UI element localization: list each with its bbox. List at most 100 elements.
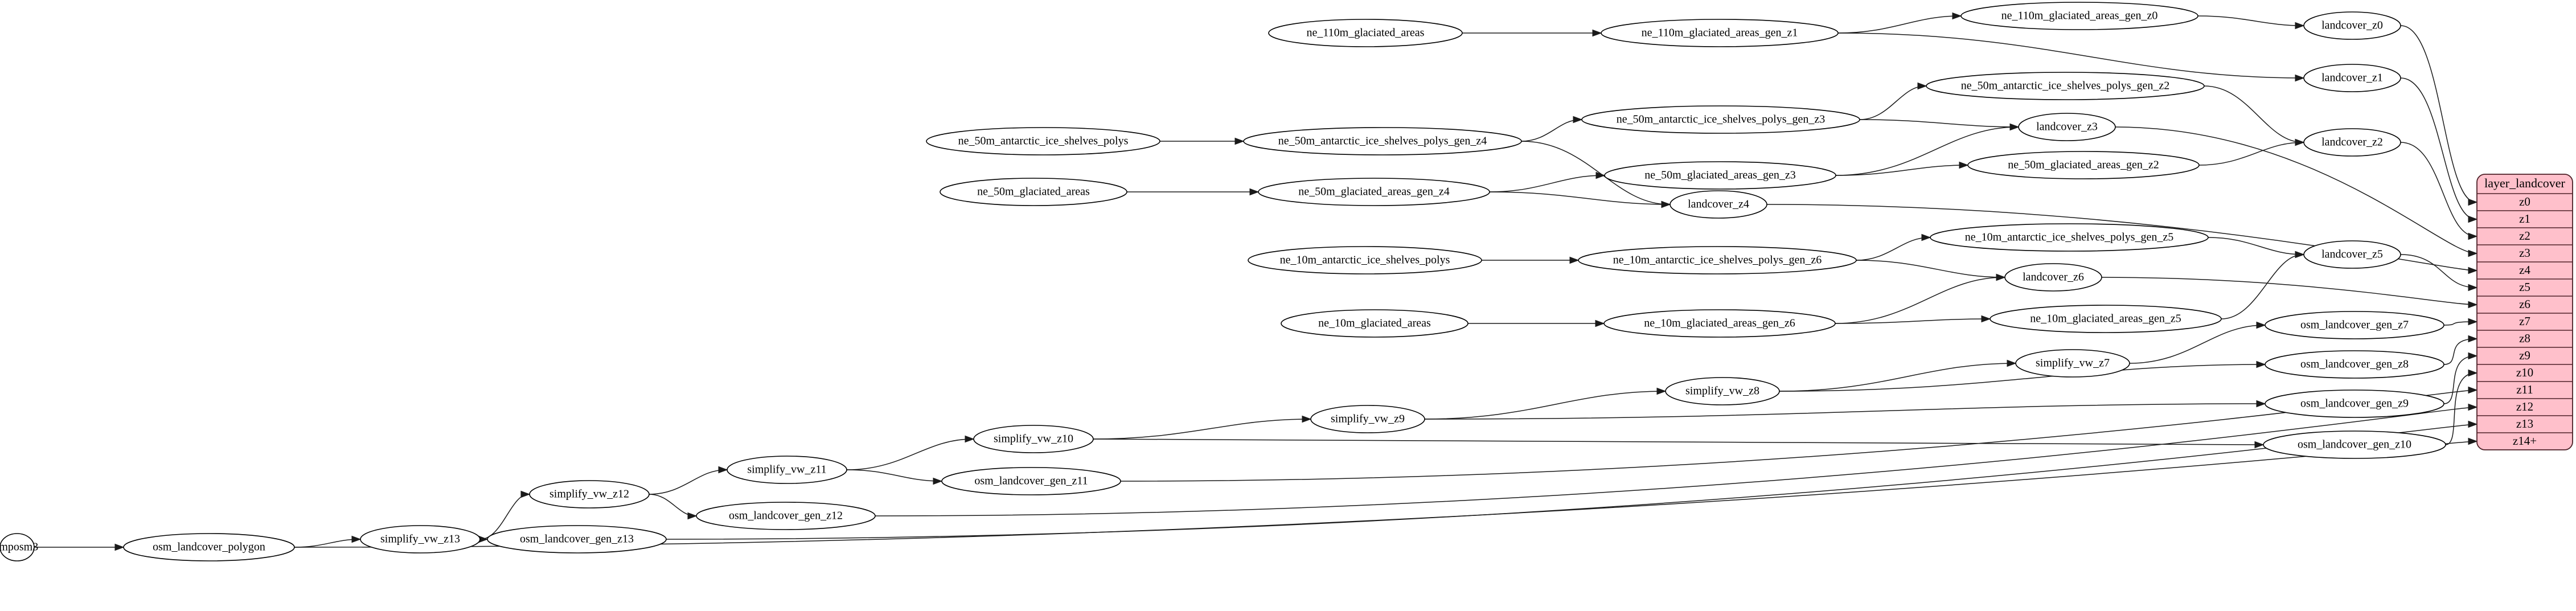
node-shape (1603, 309, 1836, 338)
graph-node-landcover_z6[interactable]: landcover_z6 (2004, 263, 2102, 292)
graph-node-ne_110m_glaciated_areas_gen_z0[interactable]: ne_110m_glaciated_areas_gen_z0 (1960, 2, 2198, 30)
graph-node-osm_landcover_gen_z13[interactable]: osm_landcover_gen_z13 (487, 525, 667, 553)
edge-path (1489, 175, 1604, 192)
graph-node-ne_10m_antarctic_ice_shelves_polys[interactable]: ne_10m_antarctic_ice_shelves_polys (1248, 246, 1482, 274)
graph-node-imposm3[interactable]: imposm3 (0, 533, 38, 561)
graph-edge (846, 469, 943, 485)
graph-node-ne_110m_glaciated_areas_gen_z1[interactable]: ne_110m_glaciated_areas_gen_z1 (1601, 19, 1839, 47)
edge-path (1835, 165, 1967, 176)
graph-node-osm_landcover_gen_z8[interactable]: osm_landcover_gen_z8 (2265, 350, 2444, 379)
graph-node-osm_landcover_gen_z11[interactable]: osm_landcover_gen_z11 (941, 467, 1121, 495)
edge-arrowhead (1959, 161, 1969, 169)
edge-path (1521, 119, 1581, 142)
graph-edge (2443, 352, 2478, 404)
edge-path (2400, 77, 2476, 220)
graph-node-ne_50m_glaciated_areas_gen_z4[interactable]: ne_50m_glaciated_areas_gen_z4 (1258, 178, 1490, 206)
graph-node-landcover_z4[interactable]: landcover_z4 (1670, 190, 1767, 219)
graph-node-ne_110m_glaciated_areas[interactable]: ne_110m_glaciated_areas (1268, 19, 1463, 47)
node-shape (727, 456, 847, 484)
edge-arrowhead (2468, 198, 2478, 206)
graph-edge (1856, 260, 2006, 281)
graph-node-ne_10m_antarctic_ice_shelves_polys_gen_z5[interactable]: ne_10m_antarctic_ice_shelves_polys_gen_z… (1930, 223, 2209, 252)
graph-node-ne_10m_glaciated_areas_gen_z5[interactable]: ne_10m_glaciated_areas_gen_z5 (1990, 305, 2222, 333)
node-shape (1310, 405, 1425, 433)
graph-node-osm_landcover_polygon[interactable]: osm_landcover_polygon (123, 533, 295, 561)
edge-path (1093, 419, 1310, 440)
node-layer: imposm3 osm_landcover_polygon simplify_vw_… (0, 2, 2446, 561)
graph-node-landcover_z5[interactable]: landcover_z5 (2303, 240, 2401, 269)
graph-edge (2400, 77, 2478, 223)
edge-arrowhead (2468, 266, 2478, 274)
node-shape (1281, 309, 1469, 338)
edge-arrowhead (2468, 369, 2478, 377)
node-shape (1604, 161, 1836, 190)
graph-node-osm_landcover_gen_z9[interactable]: osm_landcover_gen_z9 (2265, 389, 2444, 418)
graph-edge (1856, 233, 1931, 261)
graph-node-simplify_vw_z10[interactable]: simplify_vw_z10 (973, 425, 1094, 453)
record-node-layer-landcover[interactable]: layer_landcoverz0z1z2z3z4z5z6z7z8z9z10z1… (2476, 174, 2573, 450)
graph-node-osm_landcover_gen_z10[interactable]: osm_landcover_gen_z10 (2263, 430, 2446, 459)
graph-edge (2208, 237, 2305, 259)
graph-node-osm_landcover_gen_z12[interactable]: osm_landcover_gen_z12 (696, 502, 876, 530)
edge-arrowhead (2295, 22, 2305, 30)
graph-node-ne_10m_glaciated_areas_gen_z6[interactable]: ne_10m_glaciated_areas_gen_z6 (1603, 309, 1836, 338)
graph-node-simplify_vw_z9[interactable]: simplify_vw_z9 (1310, 405, 1425, 433)
graph-edge (2400, 142, 2478, 240)
graph-node-ne_50m_glaciated_areas_gen_z3[interactable]: ne_50m_glaciated_areas_gen_z3 (1604, 161, 1836, 190)
edge-path (2204, 85, 2303, 143)
graph-edge (294, 535, 362, 548)
graph-node-ne_10m_glaciated_areas[interactable]: ne_10m_glaciated_areas (1281, 309, 1469, 338)
node-shape (2015, 349, 2130, 378)
graph-node-osm_landcover_gen_z7[interactable]: osm_landcover_gen_z7 (2265, 311, 2444, 339)
graph-node-ne_50m_glaciated_areas_gen_z2[interactable]: ne_50m_glaciated_areas_gen_z2 (1967, 151, 2200, 179)
graph-edge (1093, 438, 2265, 449)
edge-arrowhead (2468, 386, 2478, 394)
edge-arrowhead (2468, 249, 2478, 257)
node-shape (2018, 113, 2116, 141)
graph-edge (2445, 369, 2478, 445)
edge-path (2197, 15, 2303, 26)
edge-arrowhead (1921, 233, 1931, 241)
graph-edge (1837, 32, 2305, 82)
graph-edge (1859, 119, 2020, 131)
graph-node-ne_10m_antarctic_ice_shelves_polys_gen_z6[interactable]: ne_10m_antarctic_ice_shelves_polys_gen_z… (1578, 246, 1857, 274)
node-shape (2265, 311, 2444, 339)
node-shape (2265, 350, 2444, 379)
graph-node-landcover_z1[interactable]: landcover_z1 (2303, 64, 2401, 92)
graph-node-landcover_z2[interactable]: landcover_z2 (2303, 128, 2401, 157)
graph-edge (1779, 360, 2266, 392)
graph-node-ne_50m_antarctic_ice_shelves_polys_gen_z2[interactable]: ne_50m_antarctic_ice_shelves_polys_gen_z… (1926, 72, 2205, 100)
graph-node-simplify_vw_z13[interactable]: simplify_vw_z13 (360, 525, 481, 553)
edge-arrowhead (1573, 116, 1583, 124)
node-shape (973, 425, 1094, 453)
graph-edge (1835, 273, 2006, 324)
edge-path (846, 438, 973, 470)
edge-arrowhead (1981, 315, 1991, 323)
node-shape (1670, 190, 1767, 219)
graph-node-ne_50m_antarctic_ice_shelves_polys[interactable]: ne_50m_antarctic_ice_shelves_polys (926, 127, 1160, 155)
edge-arrowhead (114, 543, 125, 551)
node-shape (1581, 105, 1860, 134)
graph-edge (2197, 15, 2305, 30)
graph-edge (1521, 116, 1583, 142)
edge-arrowhead (1249, 188, 1260, 196)
node-shape (2303, 11, 2401, 40)
graph-node-ne_50m_glaciated_areas[interactable]: ne_50m_glaciated_areas (940, 178, 1127, 206)
edge-arrowhead (2009, 123, 2020, 131)
node-shape (1930, 223, 2209, 252)
edge-path (1837, 32, 2303, 79)
graph-node-landcover_z3[interactable]: landcover_z3 (2018, 113, 2116, 141)
edge-path (2445, 372, 2476, 445)
graph-node-landcover_z0[interactable]: landcover_z0 (2303, 11, 2401, 40)
node-shape (1258, 178, 1490, 206)
graph-node-simplify_vw_z8[interactable]: simplify_vw_z8 (1665, 377, 1780, 405)
graph-node-simplify_vw_z12[interactable]: simplify_vw_z12 (529, 480, 650, 509)
node-shape (2303, 128, 2401, 157)
node-shape (696, 502, 876, 530)
edge-path (2443, 338, 2476, 365)
graph-node-ne_50m_antarctic_ice_shelves_polys_gen_z3[interactable]: ne_50m_antarctic_ice_shelves_polys_gen_z… (1581, 105, 1860, 134)
graph-node-simplify_vw_z7[interactable]: simplify_vw_z7 (2015, 349, 2130, 378)
graph-node-simplify_vw_z11[interactable]: simplify_vw_z11 (727, 456, 847, 484)
graph-node-ne_50m_antarctic_ice_shelves_polys_gen_z4[interactable]: ne_50m_antarctic_ice_shelves_polys_gen_z… (1243, 127, 1522, 155)
